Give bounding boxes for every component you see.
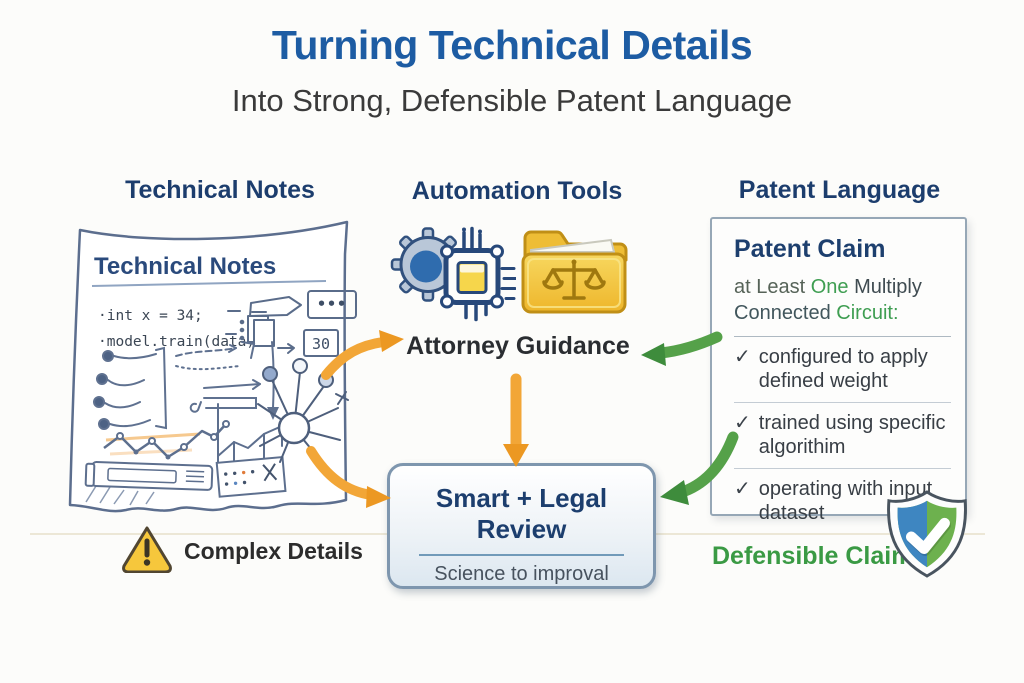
- torn-edge-hatching: [85, 485, 155, 506]
- paper-title: Technical Notes: [94, 253, 276, 280]
- page-subtitle: Into Strong, Defensible Patent Language: [231, 83, 793, 118]
- page-title: Turning Technical Details: [271, 22, 753, 68]
- dot-panel-sketch: [215, 456, 287, 498]
- code-line-1: ·int x = 34;: [98, 308, 203, 324]
- arrow-guidance-to-review: [503, 373, 529, 467]
- review-subtitle: Science to improval: [434, 563, 609, 585]
- scales-icon: [542, 259, 606, 300]
- chip-icon: [440, 226, 516, 322]
- check-icon: ✓: [734, 477, 751, 500]
- claim-item: ✓ configured to apply defined weight: [734, 345, 951, 394]
- shield-check-icon: [887, 490, 967, 578]
- claim-item: ✓ trained using specific algorithim: [734, 411, 951, 460]
- review-title: Smart + Legal Review: [435, 483, 608, 544]
- claim-divider: [734, 336, 951, 337]
- column-header-automation-tools: Automation Tools: [411, 177, 623, 205]
- code-line-2: ·model.train(data): [98, 334, 255, 350]
- item-divider: [734, 467, 951, 469]
- claim-item-text: configured to apply defined weight: [758, 346, 928, 393]
- item-divider: [734, 401, 951, 403]
- number-box-label: 30: [312, 335, 330, 353]
- claim-item-text: trained using specific algorithim: [758, 411, 946, 459]
- check-icon: ✓: [734, 411, 751, 434]
- device-sketch: [84, 461, 214, 491]
- review-divider: [418, 554, 625, 556]
- starburst-node-sketch: [257, 358, 349, 463]
- claim-item-text: operating with input dataset: [758, 477, 933, 524]
- check-icon: ✓: [734, 346, 751, 368]
- complex-details-label: Complex Details: [184, 538, 363, 564]
- column-header-technical-notes: Technical Notes: [125, 176, 315, 204]
- defensible-claim-label: Defensible Claim: [712, 542, 914, 570]
- gear-chip-icon: [390, 226, 516, 322]
- column-header-patent-language: Patent Language: [738, 176, 941, 204]
- legal-folder-icon: [521, 230, 628, 314]
- technical-notes-paper: Technical Notes ·int x = 34; ·model.trai…: [68, 220, 357, 513]
- patent-claim-title: Patent Claim: [734, 235, 886, 263]
- paper-title-underline: [91, 280, 327, 287]
- folder-papers: [530, 238, 616, 253]
- gear-icon: [390, 227, 466, 302]
- dots-box-label: •••: [317, 295, 347, 313]
- attorney-guidance-label: Attorney Guidance: [406, 332, 630, 360]
- arrow-claim-to-guidance: [641, 331, 723, 366]
- review-box: Smart + Legal Review Science to improval: [387, 463, 656, 589]
- warning-triangle-icon: [122, 526, 172, 573]
- margin-doodles: [225, 290, 357, 357]
